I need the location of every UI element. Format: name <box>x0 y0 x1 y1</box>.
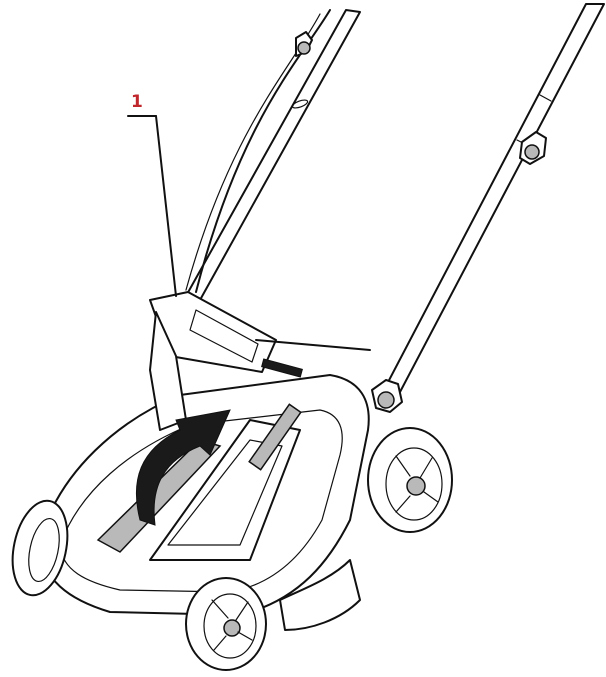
wing-nut-icon <box>519 131 547 165</box>
callout-number: 1 <box>131 92 143 112</box>
grass-box-flap <box>149 291 371 471</box>
rear-wheel <box>367 427 453 533</box>
rear-wheel <box>185 577 267 671</box>
lift-arrow-icon <box>135 409 231 526</box>
motor-deck <box>39 374 370 631</box>
wing-nut-icon <box>371 379 403 413</box>
callout-leader <box>127 115 177 297</box>
wing-nut-icon <box>295 31 313 57</box>
front-wheel <box>11 499 69 597</box>
handle-bar-right <box>385 3 605 393</box>
handle-bar-left <box>185 9 361 301</box>
